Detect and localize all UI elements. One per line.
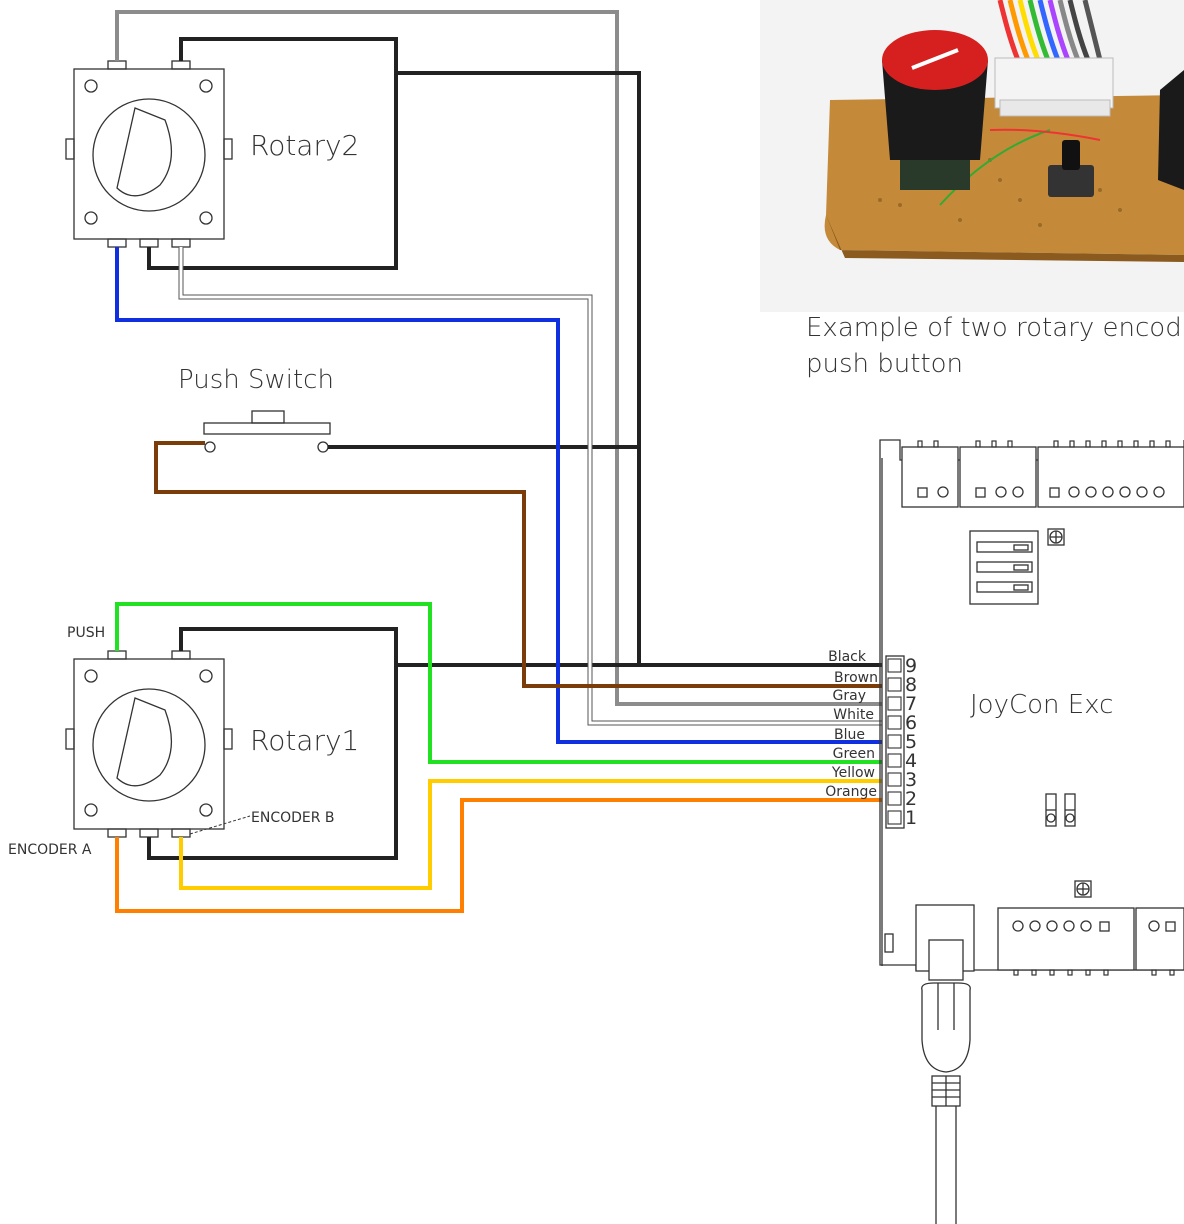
wire-black-rotary1-loop (147, 627, 398, 860)
wire-gray (115, 10, 882, 706)
wire-brown (154, 441, 882, 688)
wire-label-yellow: Yellow (831, 765, 875, 781)
photo-caption-line2: push button (806, 349, 964, 379)
rotary1-encoder (65, 650, 233, 838)
wires (115, 10, 882, 913)
terminal-number-6: 6 (905, 712, 917, 734)
wire-orange (115, 798, 882, 913)
wire-label-white: White (833, 707, 874, 723)
board-label: JoyCon Exc (970, 690, 1113, 720)
wire-green (115, 602, 882, 764)
wire-blue (115, 247, 882, 744)
terminal-number-8: 8 (905, 674, 917, 696)
pin-label-push: PUSH (67, 625, 105, 641)
terminal-number-7: 7 (905, 693, 917, 715)
wire-label-brown: Brown (834, 670, 878, 686)
wire-white (179, 247, 882, 725)
terminal-number-1: 1 (905, 807, 917, 829)
wire-black-rotary2-loop (147, 37, 398, 270)
terminal-number-5: 5 (905, 731, 917, 753)
push-switch-label: Push Switch (178, 365, 334, 395)
wire-yellow (179, 779, 882, 890)
push-switch (203, 410, 331, 453)
wire-black-rotary2 (396, 71, 641, 665)
rotary2-encoder (65, 60, 233, 248)
wire-label-black: Black (828, 649, 867, 665)
pin-label-encoder-b: ENCODER B (251, 810, 335, 826)
terminal-number-9: 9 (905, 655, 917, 677)
photo-caption: Example of two rotary encod push button (806, 310, 1184, 382)
encoder-b-leader (189, 815, 251, 835)
terminal-number-3: 3 (905, 769, 917, 791)
rotary1-label: Rotary1 (250, 724, 359, 757)
example-photo (760, 0, 1184, 312)
photo-caption-line1: Example of two rotary encod (806, 313, 1182, 343)
terminal-number-2: 2 (905, 788, 917, 810)
terminal-number-4: 4 (905, 750, 917, 772)
wire-label-orange: Orange (825, 784, 877, 800)
rotary2-label: Rotary2 (250, 129, 359, 162)
pin-label-encoder-a: ENCODER A (8, 842, 92, 858)
joycon-board (879, 439, 1184, 1224)
wire-label-gray: Gray (833, 688, 866, 704)
wire-label-blue: Blue (834, 727, 865, 743)
wire-label-green: Green (833, 746, 875, 762)
